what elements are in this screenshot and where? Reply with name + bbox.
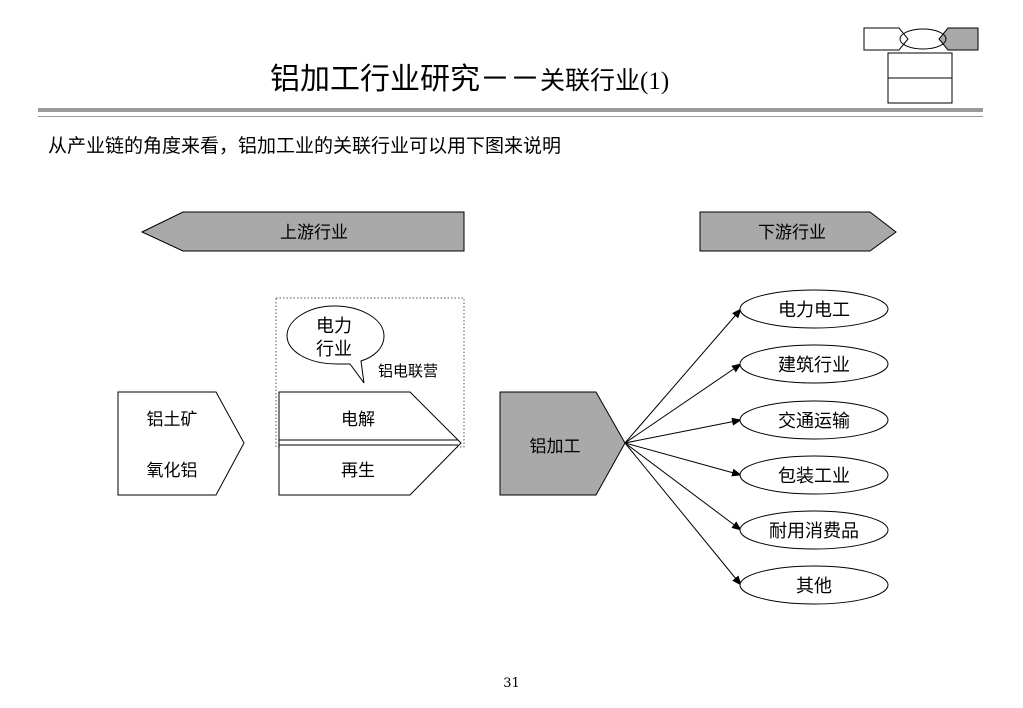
raw-material-label: 氧化铝 bbox=[147, 461, 198, 481]
connector-arrow bbox=[624, 442, 742, 586]
smelting-box: 电解 再生 bbox=[278, 391, 462, 496]
aluminum-processing-box: 铝加工 bbox=[499, 391, 626, 496]
downstream-industry: 其他 bbox=[739, 565, 889, 605]
title-main: 铝加工行业研究 bbox=[270, 62, 480, 97]
raw-material-label: 铝土矿 bbox=[147, 410, 198, 430]
downstream-industry: 建筑行业 bbox=[739, 344, 889, 384]
center-label: 铝加工 bbox=[530, 437, 581, 457]
raw-materials-box: 铝土矿 氧化铝 bbox=[117, 391, 245, 496]
power-bubble-line2: 行业 bbox=[316, 339, 352, 360]
downstream-industry-label: 包装工业 bbox=[778, 466, 850, 487]
page-number: 31 bbox=[503, 676, 520, 691]
page-subtitle: 从产业链的角度来看，铝加工业的关联行业可以用下图来说明 bbox=[48, 135, 562, 157]
upstream-arrow: 上游行业 bbox=[140, 211, 465, 252]
power-industry-bubble: 电力 行业 bbox=[286, 305, 385, 384]
downstream-industry: 交通运输 bbox=[739, 400, 889, 440]
page-title: 铝加工行业研究－－关联行业(1) bbox=[270, 60, 669, 102]
header-rule-thin bbox=[38, 116, 983, 117]
connector-arrow bbox=[624, 308, 742, 444]
downstream-industry-label: 其他 bbox=[796, 576, 832, 597]
logo-icon bbox=[863, 27, 979, 104]
downstream-industry-label: 交通运输 bbox=[778, 411, 850, 432]
title-number: (1) bbox=[640, 68, 670, 95]
downstream-industry-label: 建筑行业 bbox=[778, 355, 850, 376]
connector-arrows bbox=[624, 308, 742, 586]
power-bubble-line1: 电力 bbox=[316, 316, 352, 337]
connector-arrow bbox=[624, 417, 742, 444]
recycling-label: 再生 bbox=[341, 461, 375, 481]
downstream-industry-label: 耐用消费品 bbox=[769, 521, 859, 542]
upstream-label: 上游行业 bbox=[280, 223, 348, 243]
downstream-industry: 电力电工 bbox=[739, 289, 889, 329]
downstream-industry-label: 电力电工 bbox=[778, 300, 850, 321]
connector-arrow bbox=[624, 442, 742, 531]
title-dash: －－ bbox=[480, 62, 540, 97]
downstream-industry: 包装工业 bbox=[739, 455, 889, 495]
electrolysis-label: 电解 bbox=[341, 410, 375, 430]
downstream-industry: 耐用消费品 bbox=[739, 510, 889, 550]
downstream-label: 下游行业 bbox=[758, 223, 826, 243]
integration-label: 铝电联营 bbox=[378, 362, 438, 380]
connector-arrow bbox=[624, 442, 742, 477]
header-rule-thick bbox=[38, 108, 983, 112]
title-sub: 关联行业 bbox=[540, 66, 641, 95]
connector-arrow bbox=[624, 363, 742, 444]
downstream-arrow: 下游行业 bbox=[699, 211, 897, 252]
downstream-industry-list: 电力电工 建筑行业 交通运输 包装工业 耐用消费品 其他 bbox=[739, 289, 889, 605]
